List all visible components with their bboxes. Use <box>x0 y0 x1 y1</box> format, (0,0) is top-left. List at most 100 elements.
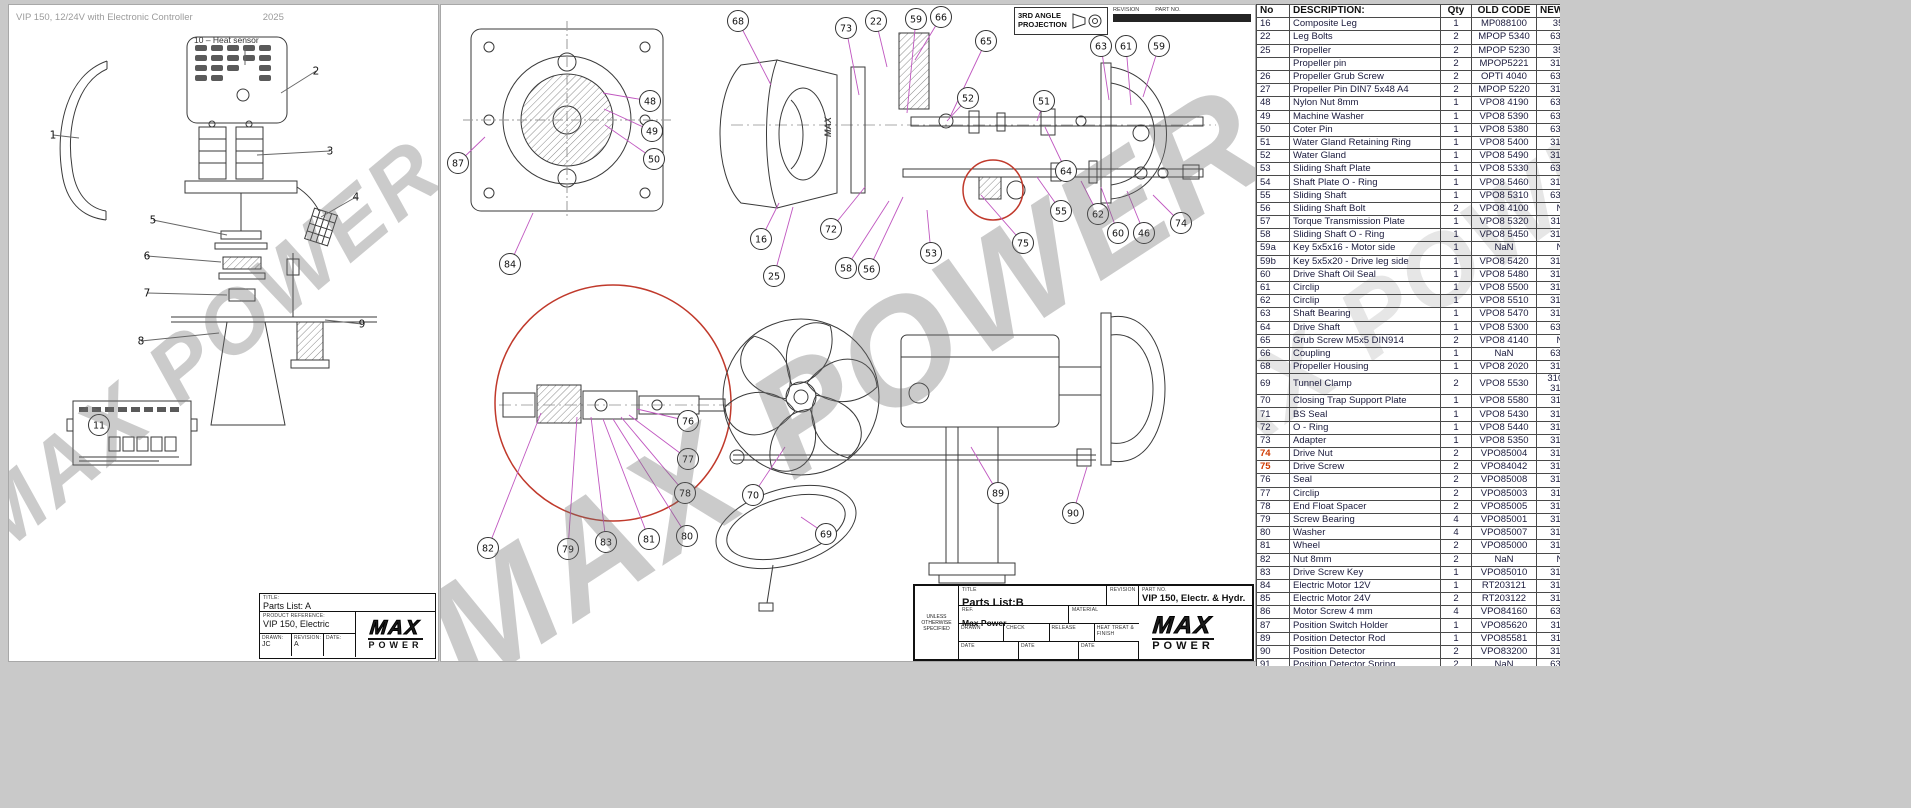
cell-qty: 1 <box>1440 96 1472 111</box>
cell-no: 56 <box>1256 201 1290 217</box>
title-label: TITLE <box>962 587 977 593</box>
drawn-label: DRAWN: <box>262 635 284 641</box>
cell-new: NaN <box>1536 552 1560 567</box>
cell-no: 83 <box>1256 565 1290 580</box>
cell-desc: Motor Screw 4 mm <box>1289 605 1441 620</box>
cell-old: VPO85004 <box>1471 446 1537 462</box>
col-header-description: DESCRIPTION: <box>1289 4 1441 19</box>
cell-new: 636607 <box>1536 346 1560 362</box>
cell-new: 635623 <box>1536 162 1560 177</box>
cell-desc: Seal <box>1289 473 1441 488</box>
cell-no: 62 <box>1256 294 1290 309</box>
callout-bubble <box>639 90 661 112</box>
cell-qty: 2 <box>1440 69 1472 85</box>
cell-desc: Sliding Shaft O - Ring <box>1289 228 1441 243</box>
cell-desc: Grub Screw M5x5 DIN914 <box>1289 333 1441 348</box>
cell-new: 315854 <box>1536 360 1560 375</box>
leader-line <box>590 416 607 543</box>
callout-number: 90 <box>1067 509 1079 520</box>
date-label: DATE <box>1021 643 1035 649</box>
exploded-drive-assembly: MAX <box>719 32 1216 221</box>
table-row: 81Wheel2VPO85000310359 <box>1256 539 1560 554</box>
cell-qty: 1 <box>1440 214 1472 230</box>
callout-number: 73 <box>840 24 852 35</box>
cell-desc: BS Seal <box>1289 407 1441 422</box>
product-reference-label: PRODUCT REFERENCE: <box>263 613 325 619</box>
col-header-qty: Qty <box>1440 4 1472 19</box>
callout-number: 79 <box>562 545 574 556</box>
callout-bubble <box>499 253 521 275</box>
callout-number: 64 <box>1060 167 1072 178</box>
cell-desc: Water Gland <box>1289 149 1441 164</box>
cell-no: 26 <box>1256 69 1290 85</box>
cell-old: VPO85008 <box>1471 473 1537 488</box>
callout-number: 83 <box>600 538 612 549</box>
cell-desc: Sliding Shaft Bolt <box>1289 201 1441 217</box>
cell-new: 635628 <box>1536 109 1560 124</box>
cell-old: VPO8 5490 <box>1471 149 1537 164</box>
cell-old: VPO8 5580 <box>1471 394 1537 409</box>
cell-old: MPOP5221 <box>1471 56 1537 71</box>
cell-old: NaN <box>1471 657 1537 666</box>
callout-number: 25 <box>768 272 780 283</box>
cell-old: VPO84160 <box>1471 605 1537 620</box>
col-header-old-code: OLD CODE <box>1471 4 1537 19</box>
cell-qty: 2 <box>1440 592 1472 607</box>
cell-old: VPO8 5440 <box>1471 420 1537 435</box>
cell-new: 310263 <box>1536 149 1560 164</box>
cell-desc: Circlip <box>1289 294 1441 309</box>
leader-line <box>280 70 317 94</box>
cell-no: 70 <box>1256 394 1290 409</box>
callout-bubble <box>957 87 979 109</box>
cell-qty: 2 <box>1440 499 1472 514</box>
cell-qty: 1 <box>1440 631 1472 646</box>
callout-number: 74 <box>1175 219 1187 230</box>
table-row: Propeller pin2MPOP5221312053 <box>1256 56 1560 71</box>
cell-no: 51 <box>1256 135 1290 151</box>
cell-no: 78 <box>1256 499 1290 514</box>
cell-no: 49 <box>1256 109 1290 124</box>
cell-old: NaN <box>1471 241 1537 256</box>
document-title: VIP 150, 12/24V with Electronic Controll… <box>16 12 193 23</box>
cell-no: 50 <box>1256 122 1290 137</box>
cell-new: 310138 <box>1536 420 1560 435</box>
cell-qty: 4 <box>1440 605 1472 620</box>
callout-number: 58 <box>840 264 852 275</box>
cell-qty: 2 <box>1440 486 1472 501</box>
leader-line <box>146 292 228 296</box>
callout-number: 68 <box>732 17 744 28</box>
cell-new: 312053 <box>1536 56 1560 71</box>
cell-no: 86 <box>1256 605 1290 620</box>
cell-old: VPO8 5350 <box>1471 433 1537 449</box>
projection-label: 3RD ANGLE PROJECTION <box>1018 11 1067 29</box>
cell-qty: 1 <box>1440 320 1472 335</box>
callout-bubble <box>677 410 699 432</box>
callout-number: 72 <box>825 225 837 236</box>
cell-desc: Key 5x5x20 - Drive leg side <box>1289 254 1441 269</box>
cell-old: VPO8 5460 <box>1471 175 1537 190</box>
title-label: TITLE: <box>263 595 280 601</box>
callout-number: 56 <box>863 265 875 276</box>
drawn-value: JC <box>262 641 271 648</box>
leader-line <box>845 27 860 96</box>
cell-desc: Tunnel Clamp <box>1289 373 1441 396</box>
callout-number: 65 <box>980 37 992 48</box>
cell-no: 79 <box>1256 512 1290 528</box>
table-row: 66Coupling1NaN636607 <box>1256 346 1560 362</box>
callout-bubble <box>750 228 772 250</box>
cell-no: 63 <box>1256 307 1290 322</box>
cell-qty: 1 <box>1440 267 1472 282</box>
propeller-front-view <box>722 311 880 483</box>
cell-new: 635604 <box>1536 96 1560 111</box>
part-no-value: VIP 150, Electr. & Hydr. <box>1142 593 1246 604</box>
sheet-a-title: Parts List: A <box>263 601 312 611</box>
callout-bubble <box>1012 232 1034 254</box>
cell-desc: Drive Shaft Oil Seal <box>1289 267 1441 282</box>
cell-no: 85 <box>1256 592 1290 607</box>
